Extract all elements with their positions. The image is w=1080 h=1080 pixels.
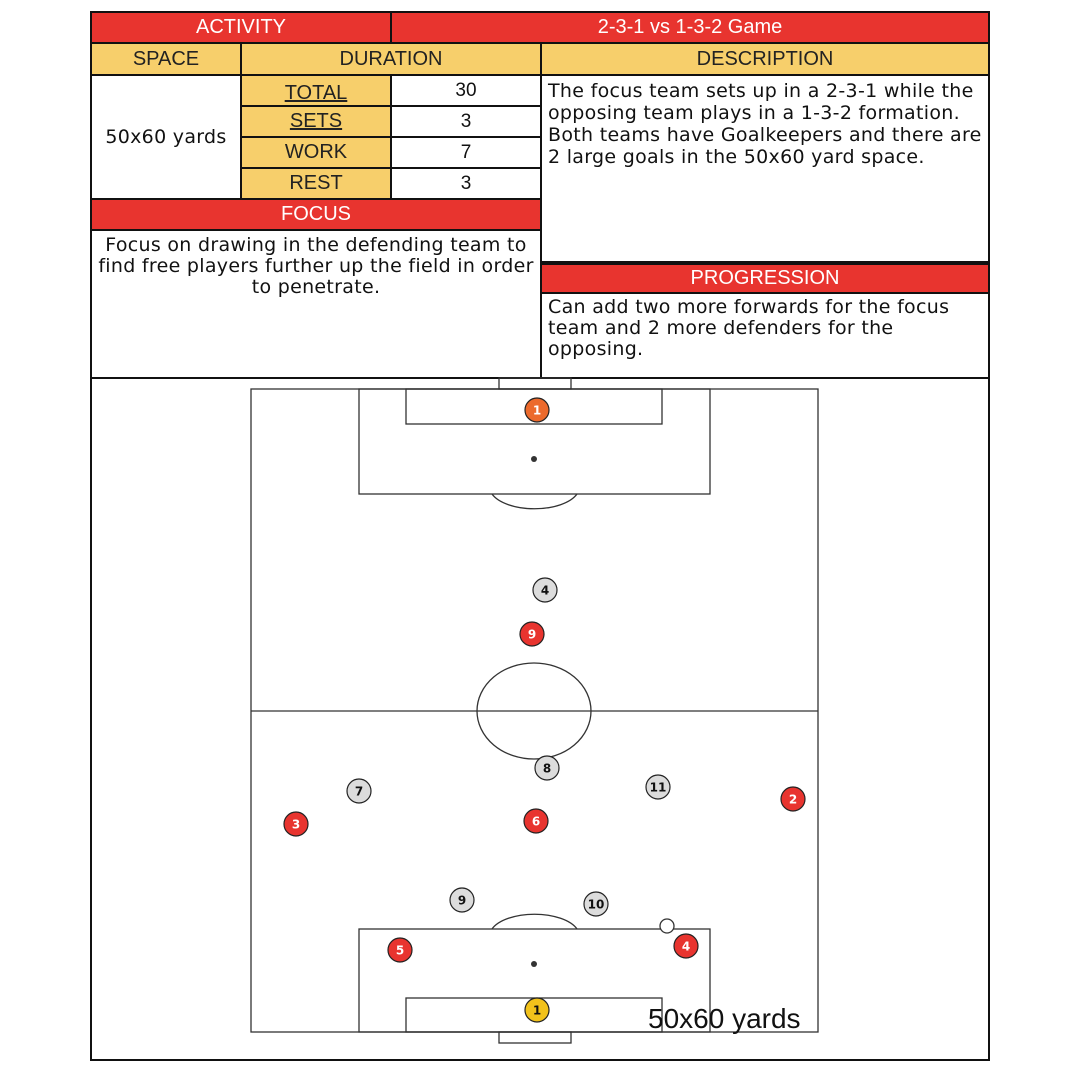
duration-value-total: 30 [455, 79, 477, 101]
duration-value-sets: 3 [460, 110, 472, 132]
duration-row-work-value: 7 [392, 138, 542, 169]
duration-header: DURATION [242, 44, 542, 76]
duration-value-rest: 3 [460, 172, 472, 194]
player-number: 3 [292, 818, 300, 832]
player-number: 9 [528, 628, 536, 642]
focus-label: FOCUS [281, 203, 351, 225]
game-title-header: 2-3-1 vs 1-3-2 Game [392, 13, 988, 44]
progression-label: PROGRESSION [690, 267, 840, 289]
player-number: 4 [541, 584, 549, 598]
progression-cell: Can add two more forwards for the focus … [542, 294, 988, 377]
player-marker-grey-8: 8 [534, 755, 560, 781]
game-title: 2-3-1 vs 1-3-2 Game [597, 16, 783, 38]
progression-text: Can add two more forwards for the focus … [548, 296, 950, 360]
player-disc [583, 891, 609, 917]
pitch-lines [250, 377, 819, 1044]
description-header: DESCRIPTION [542, 44, 988, 76]
description-cell: The focus team sets up in a 2-3-1 while … [542, 76, 988, 263]
top-penalty-spot [531, 456, 537, 462]
duration-row-sets-value: 3 [392, 107, 542, 138]
duration-row-total-value: 30 [392, 76, 542, 107]
duration-label-sets: SETS [289, 110, 343, 132]
player-marker-gk-orange-1: 1 [524, 397, 550, 423]
player-number: 4 [682, 940, 690, 954]
players-layer: 1 4 9 8 7 11 2 3 6 9 10 5 4 1 [283, 397, 806, 1023]
player-disc [524, 997, 550, 1023]
player-marker-grey-10: 10 [583, 891, 609, 917]
player-marker-grey-7: 7 [346, 778, 372, 804]
player-disc [673, 933, 699, 959]
player-marker-red-2: 2 [780, 786, 806, 812]
player-marker-red-9: 9 [519, 621, 545, 647]
space-value: 50x60 yards [105, 125, 227, 148]
player-number: 7 [355, 785, 363, 799]
player-marker-gk-yellow-1: 1 [524, 997, 550, 1023]
player-number: 2 [789, 793, 797, 807]
top-six-yard-box [405, 388, 663, 425]
duration-row-work-label: WORK [242, 138, 392, 169]
player-number: 8 [543, 762, 551, 776]
top-penalty-arc [491, 493, 578, 510]
player-disc [780, 786, 806, 812]
activity-label: ACTIVITY [195, 16, 286, 38]
center-circle [476, 662, 592, 760]
duration-label-work: WORK [284, 141, 348, 163]
activity-header: ACTIVITY [92, 13, 392, 44]
description-text: The focus team sets up in a 2-3-1 while … [548, 80, 982, 168]
player-marker-red-5: 5 [387, 937, 413, 963]
duration-label: DURATION [339, 47, 443, 70]
duration-row-rest-label: REST [242, 169, 392, 200]
player-marker-red-6: 6 [523, 808, 549, 834]
space-value-cell: 50x60 yards [92, 76, 242, 200]
focus-cell: Focus on drawing in the defending team t… [92, 231, 542, 377]
player-disc [283, 811, 309, 837]
player-marker-grey-4: 4 [532, 577, 558, 603]
field-size-label: 50x60 yards [648, 1003, 801, 1034]
duration-value-work: 7 [460, 141, 472, 163]
bottom-penalty-spot [531, 961, 537, 967]
duration-row-rest-value: 3 [392, 169, 542, 200]
player-disc [534, 755, 560, 781]
duration-label-total: TOTAL [284, 82, 348, 104]
player-disc [524, 397, 550, 423]
player-marker-grey-9: 9 [449, 887, 475, 913]
player-number: 5 [396, 944, 404, 958]
focus-text: Focus on drawing in the defending team t… [98, 234, 534, 298]
space-label: SPACE [132, 47, 200, 70]
player-number: 10 [588, 898, 605, 912]
bottom-goal [498, 1031, 572, 1044]
space-header: SPACE [92, 44, 242, 76]
description-label: DESCRIPTION [696, 47, 834, 70]
duration-row-sets-label: SETS [242, 107, 392, 138]
player-number: 1 [533, 1004, 541, 1018]
player-disc [532, 577, 558, 603]
duration-row-total-label: TOTAL [242, 76, 392, 107]
player-number: 9 [458, 894, 466, 908]
player-marker-red-4: 4 [673, 933, 699, 959]
focus-header: FOCUS [92, 200, 542, 231]
bottom-penalty-arc [491, 913, 578, 930]
player-number: 11 [650, 781, 667, 795]
player-disc [449, 887, 475, 913]
player-marker-red-3: 3 [283, 811, 309, 837]
top-goal [498, 377, 572, 390]
ball-icon [659, 918, 675, 934]
player-disc [645, 774, 671, 800]
player-number: 1 [533, 404, 541, 418]
progression-header: PROGRESSION [542, 263, 988, 294]
player-number: 6 [532, 815, 540, 829]
player-disc [519, 621, 545, 647]
player-marker-grey-11: 11 [645, 774, 671, 800]
duration-label-rest: REST [289, 172, 343, 194]
player-disc [523, 808, 549, 834]
player-disc [346, 778, 372, 804]
player-disc [387, 937, 413, 963]
